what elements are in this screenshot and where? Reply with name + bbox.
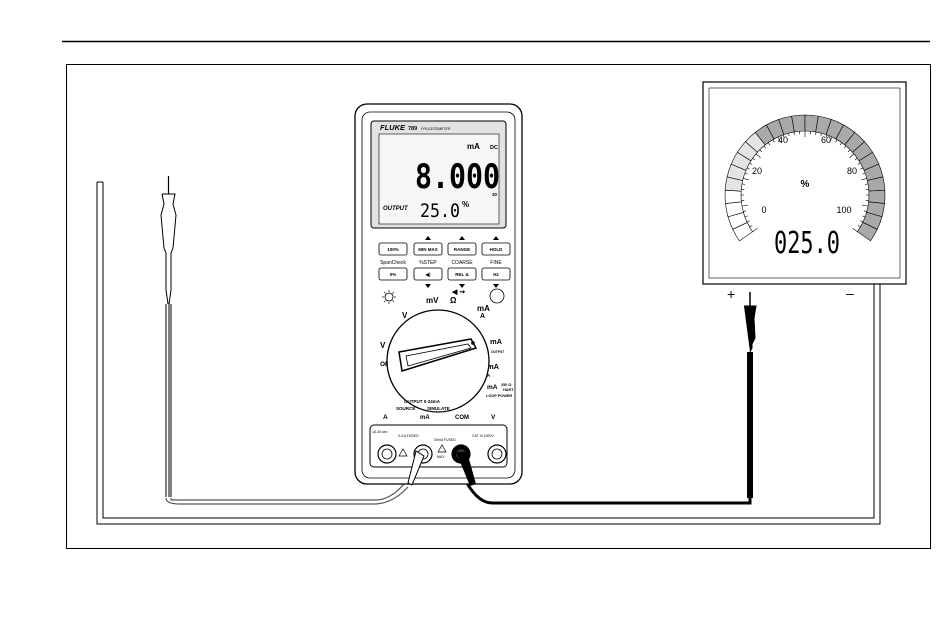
lcd-secondary-value: 25.0 (420, 200, 460, 222)
label-ma-terminal: mA (420, 415, 430, 421)
gauge-tick-0: 0 (761, 205, 766, 215)
button-rel-label: REL Δ (455, 272, 469, 277)
round-function-button[interactable] (490, 289, 504, 303)
dial-label-loop-ma: mA (487, 384, 498, 391)
gauge-scale-segment (792, 115, 805, 132)
gauge-unit: % (801, 179, 810, 190)
jack-rating-a: 1A 30 sec (372, 430, 388, 434)
jack-rating-mid: 30mA FUSED (434, 438, 456, 442)
jack-rating-ma: 0.4 A FUSED (398, 434, 419, 438)
lcd-main-unit: mA (467, 142, 480, 151)
lcd-output-label: OUTPUT (383, 206, 409, 212)
button-100-percent-label: 100% (387, 247, 399, 252)
dial-label-mv: mV (426, 296, 439, 305)
label-com-terminal: COM (455, 415, 469, 421)
lcd-main-value: 8.000 (415, 157, 500, 197)
dial-label-hart: HART (503, 388, 514, 392)
caption-coarse: COARSE (451, 260, 473, 266)
gauge-tick-80: 80 (847, 166, 857, 176)
button-range-label: RANGE (454, 247, 470, 252)
caption-step: %STEP (419, 260, 437, 266)
caption-spancheck: SpanCheck (380, 260, 406, 266)
label-simulate: SIMULATE (427, 406, 450, 411)
meter-model-sub: PROCESSMETER (421, 127, 451, 131)
gauge-scale-segment (725, 190, 741, 203)
dial-label-ohm: Ω (450, 296, 457, 305)
label-a-terminal: A (383, 414, 388, 421)
speaker-icon: ◀) (425, 272, 431, 277)
label-output-range: OUTPUT 0-24mA (404, 399, 441, 404)
diode-continuity-icon: ◀ ➙ (451, 289, 465, 296)
dial-label-output-small: OUTPUT (491, 350, 504, 354)
meter-brand-label: FLUKE (380, 123, 406, 132)
jack-rating-max: MAX (437, 455, 445, 459)
jack-rating-cat: CAT III 1000V (472, 434, 494, 438)
rotary-selector-dial[interactable] (387, 310, 489, 412)
dial-label-v-dc: V (402, 311, 408, 320)
jack-v[interactable] (488, 445, 506, 463)
lcd-secondary-unit: % (462, 200, 469, 209)
lcd-mode-badge: DC (490, 145, 498, 151)
gauge-scale-segment (869, 190, 885, 203)
dial-label-a: A (480, 313, 485, 320)
button-minmax-label: MIN MAX (418, 247, 438, 252)
lcd-small-indicator: 30 (492, 192, 498, 197)
button-hz-label: Hz (493, 272, 499, 277)
button-0-percent-label: 0% (390, 272, 397, 277)
gauge-tick-60: 60 (821, 135, 831, 145)
loop-gauge: 0 20 40 60 80 100 % 025.0 (703, 82, 906, 284)
gauge-tick-100: 100 (836, 205, 851, 215)
gauge-tick-40: 40 (778, 135, 788, 145)
dial-label-loop-power: LOOP POWER (486, 394, 512, 398)
meter-model-label: 789 (408, 126, 417, 132)
dial-label-250-ohm: 250 Ω (501, 383, 511, 387)
terminal-plus: + (727, 286, 735, 302)
jack-a[interactable] (378, 445, 396, 463)
caption-fine: FINE (490, 260, 502, 266)
terminal-minus: – (846, 285, 854, 301)
label-v-terminal: V (491, 414, 496, 421)
gauge-tick-20: 20 (752, 166, 762, 176)
label-source: SOURCE (396, 406, 415, 411)
dial-label-ma-output: mA (490, 337, 503, 346)
button-hold-label: HOLD (490, 247, 503, 252)
multimeter: FLUKE 789 PROCESSMETER mA DC 8.000 30 OU… (355, 104, 522, 486)
dial-label-v-ac: V (380, 341, 386, 350)
gauge-readout: 025.0 (774, 226, 840, 261)
dial-label-ma-a: mA (477, 304, 490, 313)
